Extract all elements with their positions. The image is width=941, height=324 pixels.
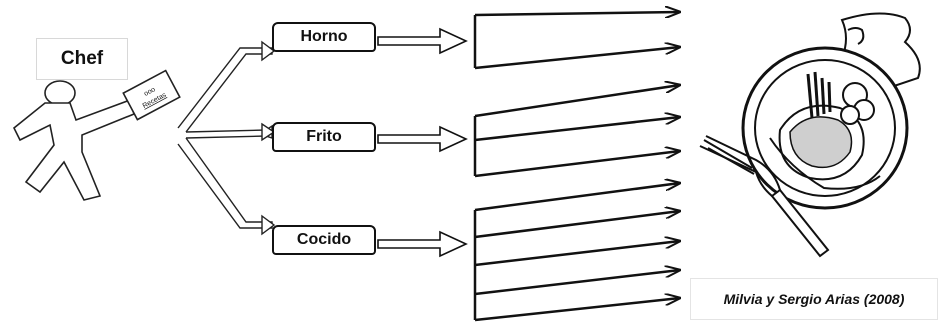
hollow-arrows bbox=[377, 27, 468, 258]
output-arrow bbox=[474, 151, 680, 178]
plate-dish-icon bbox=[741, 46, 909, 210]
output-arrows bbox=[474, 12, 680, 322]
branch-connectors bbox=[177, 40, 276, 236]
fork-icon bbox=[699, 135, 830, 258]
output-arrow bbox=[474, 211, 680, 239]
output-arrow bbox=[474, 270, 680, 296]
output-arrow bbox=[474, 12, 680, 15]
source-caption: Milvia y Sergio Arias (2008) bbox=[690, 278, 938, 320]
output-arrow bbox=[474, 85, 680, 118]
output-arrow bbox=[474, 47, 680, 70]
output-arrow bbox=[474, 183, 680, 212]
output-arrow bbox=[474, 241, 680, 267]
chef-label: Chef bbox=[36, 38, 128, 80]
person-walking-icon bbox=[12, 80, 135, 201]
method-frito: Frito bbox=[272, 122, 376, 152]
output-arrow bbox=[474, 298, 680, 322]
recipe-card-icon: ooo Recetas bbox=[122, 69, 181, 121]
svg-text:ooo: ooo bbox=[143, 86, 157, 98]
method-horno: Horno bbox=[272, 22, 376, 52]
method-cocido: Cocido bbox=[272, 225, 376, 255]
output-arrow bbox=[474, 117, 680, 142]
